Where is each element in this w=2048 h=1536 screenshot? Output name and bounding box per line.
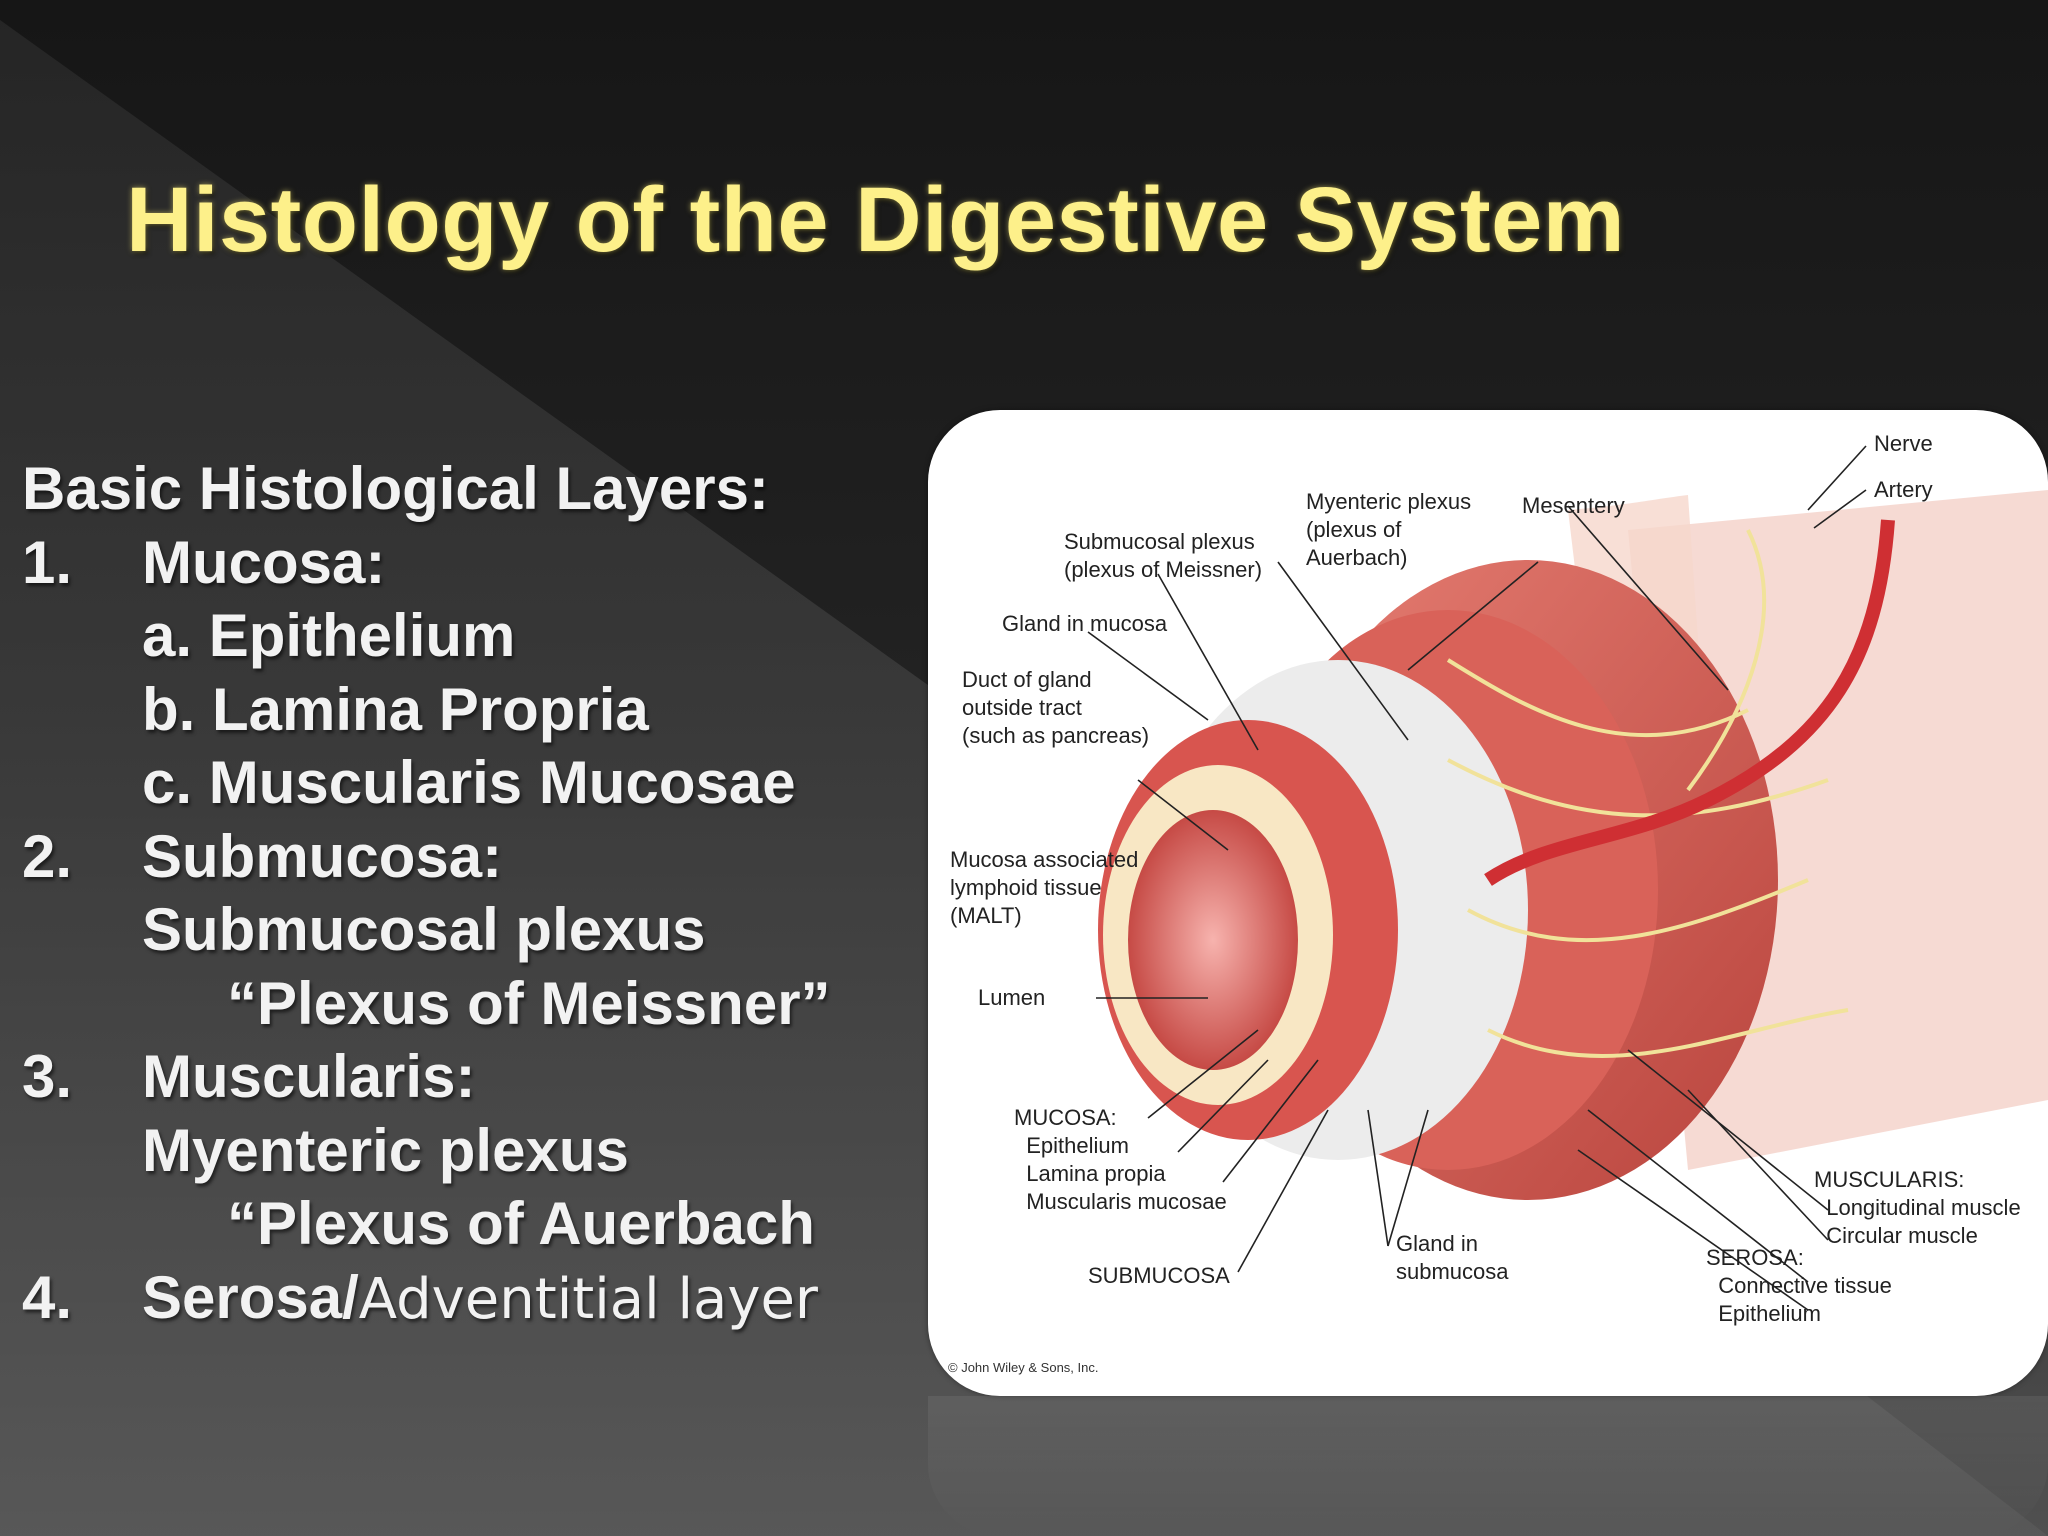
outline-item: 2. Submucosa:: [22, 820, 922, 894]
outline-item: 4. Serosa/Adventitial layer: [22, 1261, 922, 1335]
item-label-bold: Serosa/: [142, 1263, 359, 1331]
item-number: 4.: [22, 1263, 73, 1331]
outline-subitem: c. Muscularis Mucosae: [22, 746, 922, 820]
item-label: Submucosa:: [142, 822, 503, 890]
outline-quote: “Plexus of Auerbach: [22, 1187, 922, 1261]
subitem-label: c. Muscularis Mucosae: [142, 749, 796, 816]
item-number: 3.: [22, 1043, 73, 1110]
figure-reflection: [928, 1396, 2048, 1536]
label-myenteric-plexus: Myenteric plexus (plexus of Auerbach): [1306, 489, 1472, 570]
label-gland-in-submucosa: Gland in submucosa: [1396, 1231, 1509, 1284]
label-nerve: Nerve: [1874, 431, 1933, 456]
outline-detail: Submucosal plexus: [22, 893, 922, 967]
outline-item: 1. Mucosa:: [22, 526, 922, 600]
outline-subitem: a. Epithelium: [22, 599, 922, 673]
label-artery: Artery: [1874, 477, 1933, 502]
label-duct-of-gland: Duct of gland outside tract (such as pan…: [962, 667, 1150, 748]
lumen: [1128, 810, 1298, 1070]
quote-label: “Plexus of Auerbach: [227, 1190, 815, 1257]
label-submucosa: SUBMUCOSA: [1088, 1263, 1230, 1288]
item-label-normal: Adventitial layer: [358, 1266, 818, 1332]
outline-heading-text: Basic Histological Layers:: [22, 455, 769, 522]
copyright-credit: © John Wiley & Sons, Inc.: [948, 1360, 1099, 1375]
tract-illustration: [1087, 445, 2048, 1311]
artery-vessel: [1484, 519, 1895, 886]
label-gland-in-mucosa: Gland in mucosa: [1002, 611, 1168, 636]
detail-label: Submucosal plexus: [142, 896, 706, 963]
item-label: Mucosa:: [142, 528, 386, 596]
label-serosa-group: SEROSA: Connective tissue Epithelium: [1706, 1245, 1892, 1326]
outline-subitem: b. Lamina Propria: [22, 673, 922, 747]
label-lumen: Lumen: [978, 985, 1046, 1010]
item-number: 1.: [22, 528, 73, 596]
label-mucosa-group: MUCOSA: Epithelium Lamina propia Muscula…: [1014, 1105, 1227, 1214]
outline-detail: Myenteric plexus: [22, 1114, 922, 1188]
outline-item: 3. Muscularis:: [22, 1040, 922, 1114]
subitem-label: b. Lamina Propria: [142, 675, 649, 743]
item-label: Serosa/Adventitial layer: [142, 1261, 818, 1337]
subitem-label: a. Epithelium: [142, 602, 516, 669]
label-mesentery: Mesentery: [1522, 493, 1625, 518]
leader-lines: [1087, 445, 1867, 1311]
label-submucosal-plexus: Submucosal plexus (plexus of Meissner): [1064, 529, 1263, 582]
slide-title: Histology of the Digestive System: [126, 169, 1626, 271]
label-muscularis-group: MUSCULARIS: Longitudinal muscle Circular…: [1814, 1167, 2021, 1248]
outline-heading: Basic Histological Layers:: [22, 452, 922, 526]
item-number: 2.: [22, 822, 73, 890]
plexus-network: [1446, 529, 1849, 1058]
outline-quote: “Plexus of Meissner”: [22, 967, 922, 1041]
label-malt: Mucosa associated lymphoid tissue (MALT): [950, 847, 1139, 928]
quote-label: “Plexus of Meissner”: [227, 969, 831, 1037]
digestive-tract-diagram: Nerve Artery Myenteric plexus (plexus of…: [928, 410, 2048, 1396]
item-label: Muscularis:: [142, 1043, 476, 1110]
layer-outline: Basic Histological Layers: 1. Mucosa: a. …: [22, 452, 922, 1334]
detail-label: Myenteric plexus: [142, 1116, 629, 1184]
